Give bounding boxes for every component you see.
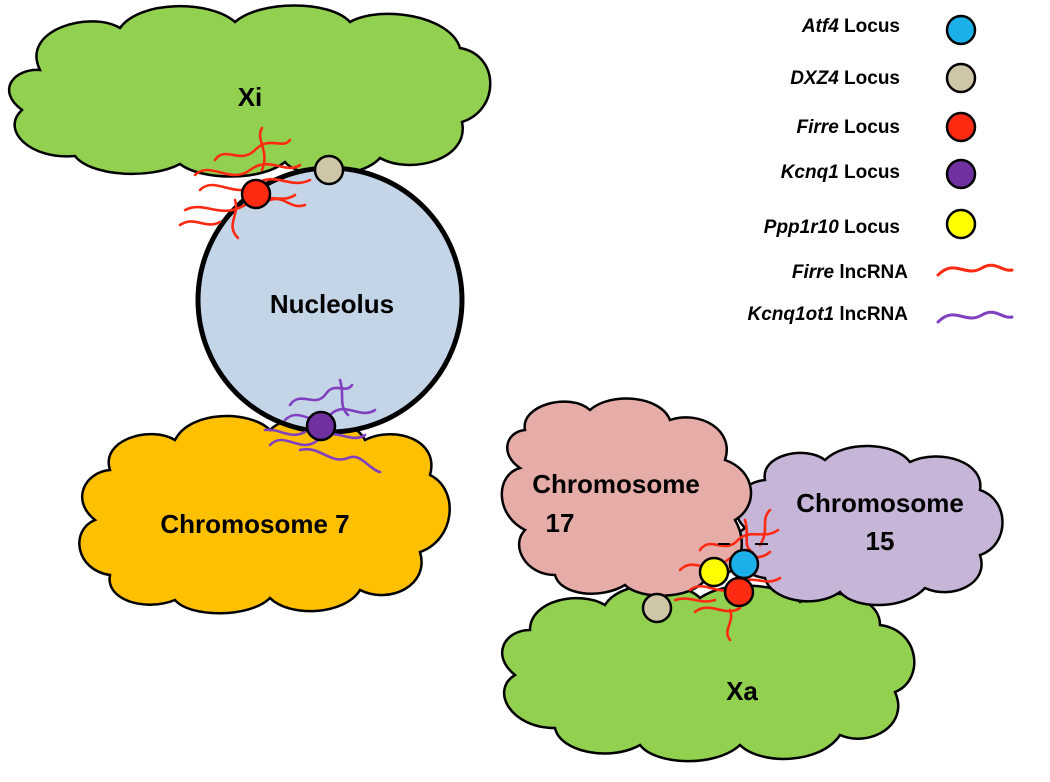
legend-atf4-italic: Atf4 — [801, 16, 839, 37]
legend-kcnq1ot1-lncrna-italic: Kcnq1ot1 — [748, 304, 835, 325]
legend-ppp1r10-marker — [945, 208, 977, 240]
nucleolus-label: Nucleolus — [270, 289, 394, 319]
legend-firre-locus-rest: Locus — [839, 117, 900, 138]
xi-cloud-shape — [8, 4, 492, 178]
legend: Atf4 Locus DXZ4 Locus Firre Locus Kcnq1 … — [748, 14, 1014, 325]
legend-kcnq1-rest: Locus — [839, 162, 900, 183]
legend-label-ppp1r10: Ppp1r10 Locus — [764, 217, 900, 238]
xi-cloud: Xi — [8, 4, 492, 178]
legend-label-dxz4: DXZ4 Locus — [790, 68, 900, 89]
legend-dxz4-marker — [945, 62, 977, 94]
legend-label-kcnq1ot1-lncrna: Kcnq1ot1 lncRNA — [748, 304, 909, 325]
firre-locus-xa — [723, 576, 755, 608]
legend-firre-lncrna-rest: lncRNA — [834, 262, 908, 283]
chromosome-15-label-line1: Chromosome — [796, 488, 964, 518]
legend-label-firre-lncrna: Firre lncRNA — [792, 262, 908, 283]
legend-kcnq1ot1-lncrna-rest: lncRNA — [834, 304, 908, 325]
legend-ppp1r10-italic: Ppp1r10 — [764, 217, 839, 238]
dxz4-locus-xa — [641, 592, 673, 624]
chromosome-7-cloud: Chromosome 7 — [78, 414, 451, 615]
nucleolus: Nucleolus — [195, 165, 465, 435]
legend-firre-lncrna-wave — [936, 263, 1014, 277]
legend-firre-locus-italic: Firre — [797, 117, 840, 138]
kcnq1-locus — [305, 410, 337, 442]
chromosome-7-label: Chromosome 7 — [160, 509, 349, 539]
legend-dxz4-rest: Locus — [839, 68, 900, 89]
ppp1r10-locus — [698, 556, 730, 588]
atf4-locus — [728, 548, 760, 580]
legend-ppp1r10-rest: Locus — [839, 217, 900, 238]
xi-label: Xi — [238, 82, 263, 112]
legend-kcnq1ot1-lncrna-wave — [936, 310, 1014, 324]
legend-kcnq1-marker — [945, 158, 977, 190]
legend-firre-lncrna-italic: Firre — [792, 262, 835, 283]
chromosome-17-label-line1: Chromosome — [532, 469, 700, 499]
legend-atf4-marker — [945, 14, 977, 46]
legend-dxz4-italic: DXZ4 — [790, 68, 839, 89]
chromosome-7-cloud-shape — [78, 414, 451, 615]
legend-label-kcnq1: Kcnq1 Locus — [781, 162, 900, 183]
legend-atf4-rest: Locus — [839, 16, 900, 37]
xa-label: Xa — [726, 676, 758, 706]
chromosome-17-label-line2: 17 — [546, 508, 575, 538]
firre-locus-xi — [240, 178, 272, 210]
chromosome-17-cloud: Chromosome 17 — [500, 397, 753, 597]
legend-kcnq1-italic: Kcnq1 — [781, 162, 839, 183]
legend-label-atf4: Atf4 Locus — [801, 16, 900, 37]
dxz4-locus-xi — [313, 154, 345, 186]
chromosome-15-label-line2: 15 — [866, 526, 895, 556]
legend-label-firre-locus: Firre Locus — [797, 117, 900, 138]
xa-cloud: Xa — [501, 583, 916, 763]
legend-firre-locus-marker — [945, 111, 977, 143]
xa-cloud-shape — [501, 583, 916, 763]
